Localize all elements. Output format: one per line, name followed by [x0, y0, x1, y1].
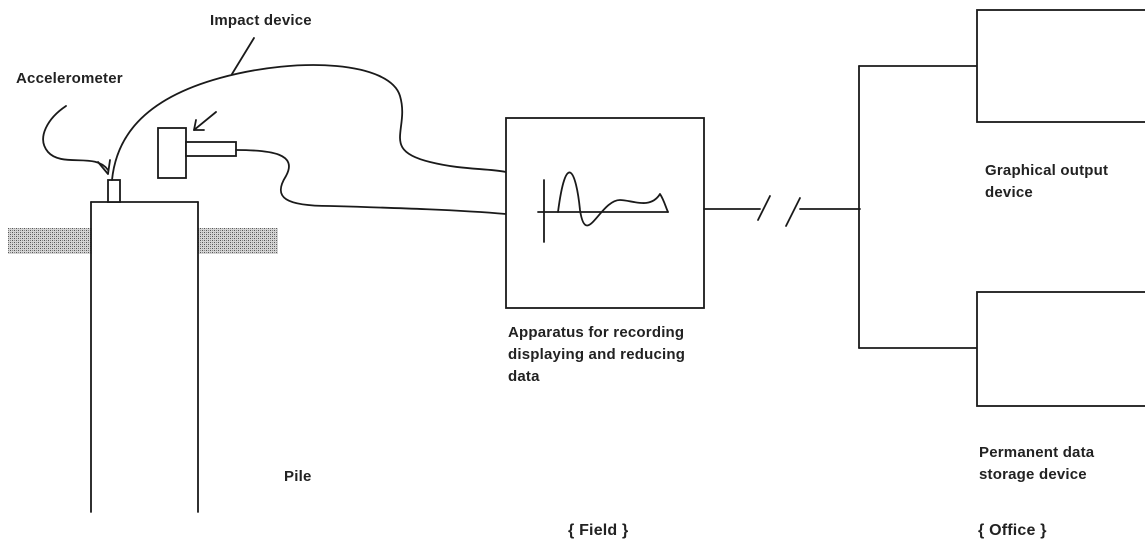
- apparatus-label-line-1: Apparatus for recording: [508, 324, 685, 341]
- apparatus-label-line-2: displaying and reducing: [508, 346, 686, 363]
- impact-device-leader: [231, 37, 255, 75]
- field-label: { Field }: [568, 522, 629, 539]
- accelerometer-cable: [111, 64, 507, 181]
- accelerometer-sensor: [107, 179, 121, 203]
- permanent-storage-box: [976, 291, 1145, 407]
- pile-label: Pile: [284, 468, 312, 485]
- permanent-storage-label-line-2: storage device: [979, 466, 1087, 483]
- graphical-output-box: [976, 9, 1145, 123]
- accelerometer-label: Accelerometer: [16, 70, 123, 87]
- permanent-storage-label: Permanent data storage device: [979, 442, 1094, 486]
- impact-device-arrowhead: [193, 119, 205, 131]
- accelerometer-arrowhead: [97, 159, 111, 175]
- office-bracket: [858, 65, 978, 349]
- permanent-storage-label-line-1: Permanent data: [979, 444, 1095, 461]
- impact-device-arrow: [193, 111, 217, 131]
- apparatus-label-line-3: data: [508, 368, 540, 385]
- ground-right: [198, 228, 278, 254]
- graphical-output-label-line-1: Graphical output: [985, 162, 1109, 179]
- graphical-output-label-line-2: device: [985, 184, 1033, 201]
- impact-device-cable: [235, 149, 507, 215]
- apparatus-label: Apparatus for recording displaying and r…: [508, 322, 685, 388]
- accelerometer-arrow: [42, 105, 109, 171]
- signal-trace: [537, 171, 669, 243]
- ground-left: [8, 228, 92, 254]
- office-label: { Office }: [978, 522, 1047, 539]
- impact-device: [157, 127, 237, 179]
- pile: [90, 201, 199, 513]
- data-link: [703, 195, 861, 227]
- apparatus-box: [505, 117, 705, 309]
- impact-device-label: Impact device: [210, 12, 312, 29]
- graphical-output-label: Graphical output device: [985, 160, 1108, 204]
